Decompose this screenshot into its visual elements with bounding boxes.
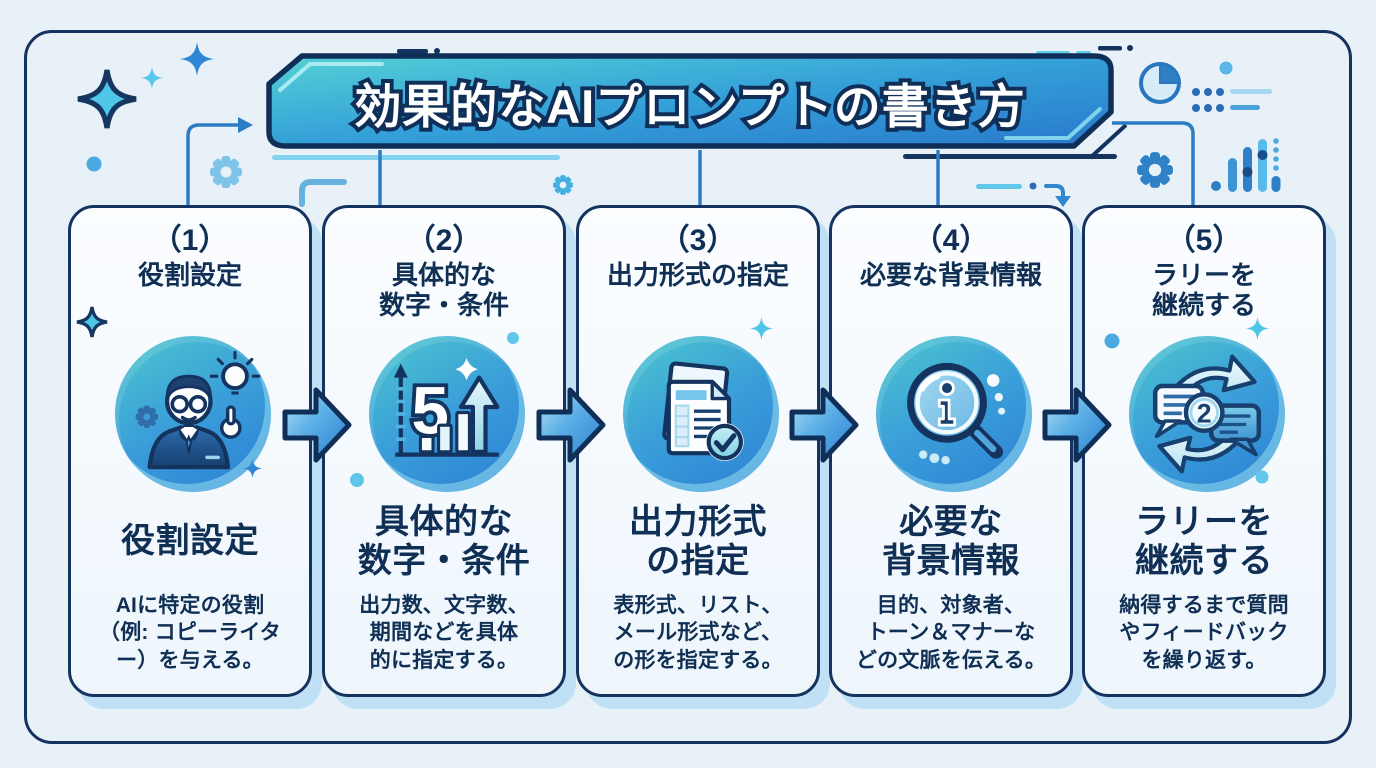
step-4-title: 必要な背景情報 (859, 259, 1042, 290)
step-1-heading: 役割設定 (121, 522, 259, 561)
page-title-outline: 効果的なAIプロンプトの書き方 (350, 76, 1029, 137)
info-magnifier-icon (907, 362, 1006, 465)
step-2-header: （2） 具体的な 数字・条件 (325, 222, 563, 321)
step-1-header: （1） 役割設定 (71, 222, 309, 290)
step-5-icon-circle: 2 (1129, 336, 1285, 492)
step-2-description: 出力数、文字数、 期間などを具体 的に指定する。 (359, 594, 529, 672)
outer-frame (24, 30, 1352, 744)
step-3-heading: 出力形式 の指定 (629, 502, 767, 580)
step-3-description: 表形式、リスト、 メール形式など、 の形を指定する。 (613, 594, 783, 672)
step-1-number: （1） (151, 224, 229, 257)
step-card-5: （5） ラリーを 継続する 2 ラリーを 継続する 納得するまで質問 やフィード… (1082, 205, 1326, 697)
step-card-1: （1） 役割設定 (68, 205, 312, 697)
step-4-heading: 必要な 背景情報 (882, 502, 1020, 580)
step-1-title: 役割設定 (137, 259, 242, 290)
step-2-number: （2） (405, 224, 483, 257)
lightbulb-icon (209, 350, 261, 395)
step-3-header: （3） 出力形式の指定 (579, 222, 817, 290)
step-5-heading: ラリーを 継続する (1135, 502, 1273, 580)
step-5-title: ラリーを 継続する (1151, 259, 1256, 321)
step-4-number: （4） (912, 224, 990, 257)
page-title: 効果的なAIプロンプトの書き方 効果的なAIプロンプトの書き方 (264, 56, 1116, 148)
step-3-title: 出力形式の指定 (606, 259, 789, 290)
growth-chart-icon: 5 (393, 358, 500, 457)
step-2-title: 具体的な 数字・条件 (378, 259, 509, 321)
step-card-3: （3） 出力形式の指定 出力形式 の指定 表形式、リスト、 メール形式など、 の… (576, 205, 820, 697)
right-arrow-icon (789, 387, 859, 463)
chat-cycle-icon: 2 (1152, 354, 1262, 474)
step-5-number: （5） (1165, 224, 1243, 257)
step-1-description: AIに特定の役割 （例: コピーライタ ー）を与える。 (99, 594, 281, 672)
step-1-icon-circle (115, 336, 271, 492)
step-5-header: （5） ラリーを 継続する (1085, 222, 1323, 321)
step-4-header: （4） 必要な背景情報 (832, 222, 1070, 290)
step-3-icon-circle (623, 336, 779, 492)
step-2-heading: 具体的な 数字・条件 (357, 502, 531, 580)
step-4-description: 目的、対象者、 トーン＆マナーな どの文脈を伝える。 (855, 594, 1047, 672)
step-5-description: 納得するまで質問 やフィードバック を繰り返す。 (1119, 594, 1289, 672)
icon-number-2: 2 (1197, 398, 1212, 428)
step-card-2: （2） 具体的な 数字・条件 5 具体的な 数字・条件 出力数、文字数、 期間な… (322, 205, 566, 697)
right-arrow-icon (536, 387, 606, 463)
document-check-icon (662, 361, 744, 461)
right-arrow-icon (1042, 387, 1112, 463)
step-2-icon-circle: 5 (369, 336, 525, 492)
right-arrow-icon (282, 387, 352, 463)
person-idea-icon (135, 350, 261, 470)
step-card-4: （4） 必要な背景情報 必要な 背景情報 目的、対象者、 トーン＆マナーな どの… (829, 205, 1073, 697)
step-3-number: （3） (659, 224, 737, 257)
step-4-icon-circle (876, 336, 1032, 492)
page-title-text: 効果的なAIプロンプトの書き方 (354, 79, 1026, 133)
title-banner (264, 52, 1116, 156)
